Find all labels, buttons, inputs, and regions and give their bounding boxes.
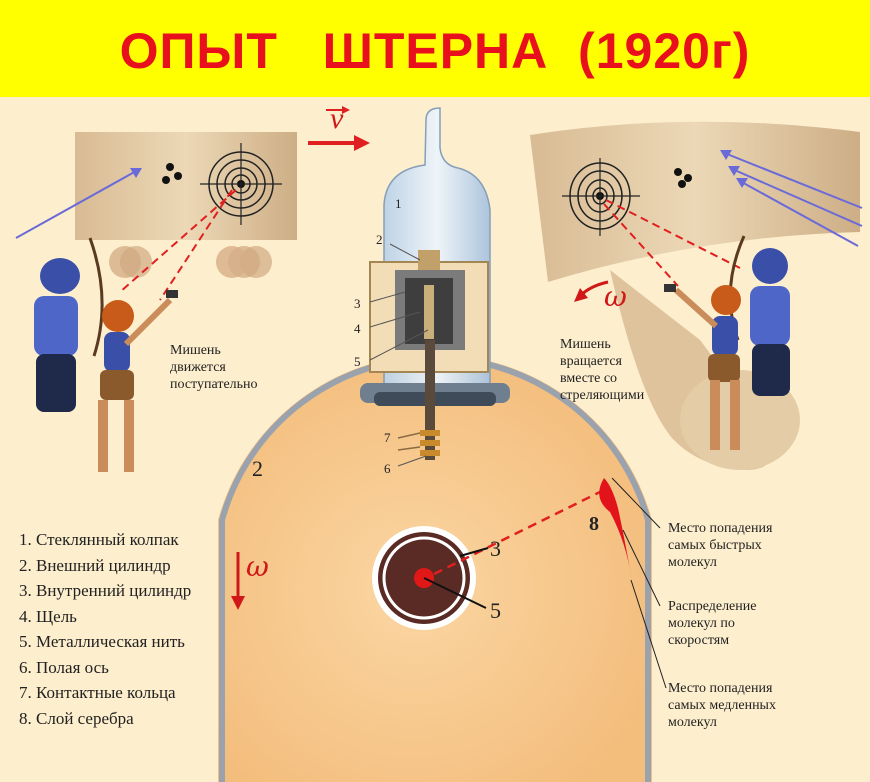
annotation-line: самых медленных (668, 698, 776, 713)
annotation-line: самых быстрых (668, 538, 762, 553)
inner-cylinder (372, 490, 601, 630)
apparatus-number-6: 6 (384, 461, 391, 476)
apparatus-number-1: 1 (395, 196, 402, 211)
inner-cylinder-number: 3 (490, 536, 501, 561)
annotation-line: молекул (668, 555, 717, 570)
legend-item: 6. Полая ось (19, 657, 109, 677)
silver-deposit (599, 477, 667, 689)
annotation-line: молекул (668, 715, 717, 730)
apparatus-number-4: 4 (354, 321, 361, 336)
caption-line: Мишень (170, 343, 221, 358)
right-scene (530, 121, 863, 470)
archer-girl-icon (664, 284, 741, 450)
legend-item: 3. Внутренний цилиндр (19, 581, 192, 600)
caption-line: поступательно (170, 377, 258, 392)
right-scene-caption: Мишень вращается вместе со стреляющими (560, 336, 644, 404)
omega-arrow-right (574, 280, 609, 302)
caption-line: стреляющими (560, 388, 645, 403)
page-title: ОПЫТ ШТЕРНА (1920г) (119, 23, 751, 79)
caption-line: вместе со (560, 371, 618, 386)
legend-item: 1. Стеклянный колпак (19, 530, 179, 549)
title-banner (0, 0, 870, 97)
apparatus-number-3: 3 (354, 296, 361, 311)
slow-molecules-annotation: Место попадения самых медленных молекул (668, 680, 776, 731)
archer-boy-icon (728, 235, 790, 396)
distribution-annotation: Распределение молекул по скоростям (668, 598, 756, 649)
annotation-line: Распределение (668, 599, 757, 614)
caption-line: вращается (560, 354, 622, 369)
apparatus-number-5: 5 (354, 354, 361, 369)
legend-item: 7. Контактные кольца (19, 683, 176, 702)
left-scene-caption: Мишень движется поступательно (170, 342, 258, 393)
apparatus-number-7: 7 (384, 430, 391, 445)
filament-number: 5 (490, 598, 501, 623)
velocity-arrow (308, 106, 370, 151)
archer-boy-icon (34, 237, 104, 412)
legend-item: 8. Слой серебра (19, 708, 134, 728)
annotation-line: Место попадения (668, 521, 773, 536)
fast-molecules-annotation: Место попадения самых быстрых молекул (668, 520, 772, 571)
legend-item: 4. Щель (19, 606, 77, 626)
annotation-line: молекул по (668, 616, 735, 631)
legend-item: 5. Металлическая нить (19, 632, 185, 651)
target-icon (562, 158, 640, 236)
parts-legend: 1. Стеклянный колпак 2. Внешний цилиндр … (19, 527, 191, 731)
silver-layer-number: 8 (589, 513, 599, 535)
motor-icon (369, 243, 489, 467)
arrow-icon (720, 150, 863, 247)
target-icon (200, 143, 282, 225)
archer-girl-icon (98, 290, 178, 472)
arrow-icon (15, 168, 142, 239)
outer-cylinder-number: 2 (252, 456, 263, 481)
caption-line: движется (170, 360, 226, 375)
apparatus-number-2: 2 (376, 232, 383, 247)
velocity-symbol: v (330, 102, 344, 135)
omega-right: ω (604, 280, 627, 313)
annotation-line: скоростям (668, 633, 730, 648)
caption-line: Мишень (560, 337, 611, 352)
omega-left: ω (246, 550, 269, 583)
legend-item: 2. Внешний цилиндр (19, 555, 171, 575)
left-scene (15, 132, 297, 472)
annotation-line: Место попадения (668, 681, 773, 696)
omega-arrow-left (231, 552, 245, 610)
